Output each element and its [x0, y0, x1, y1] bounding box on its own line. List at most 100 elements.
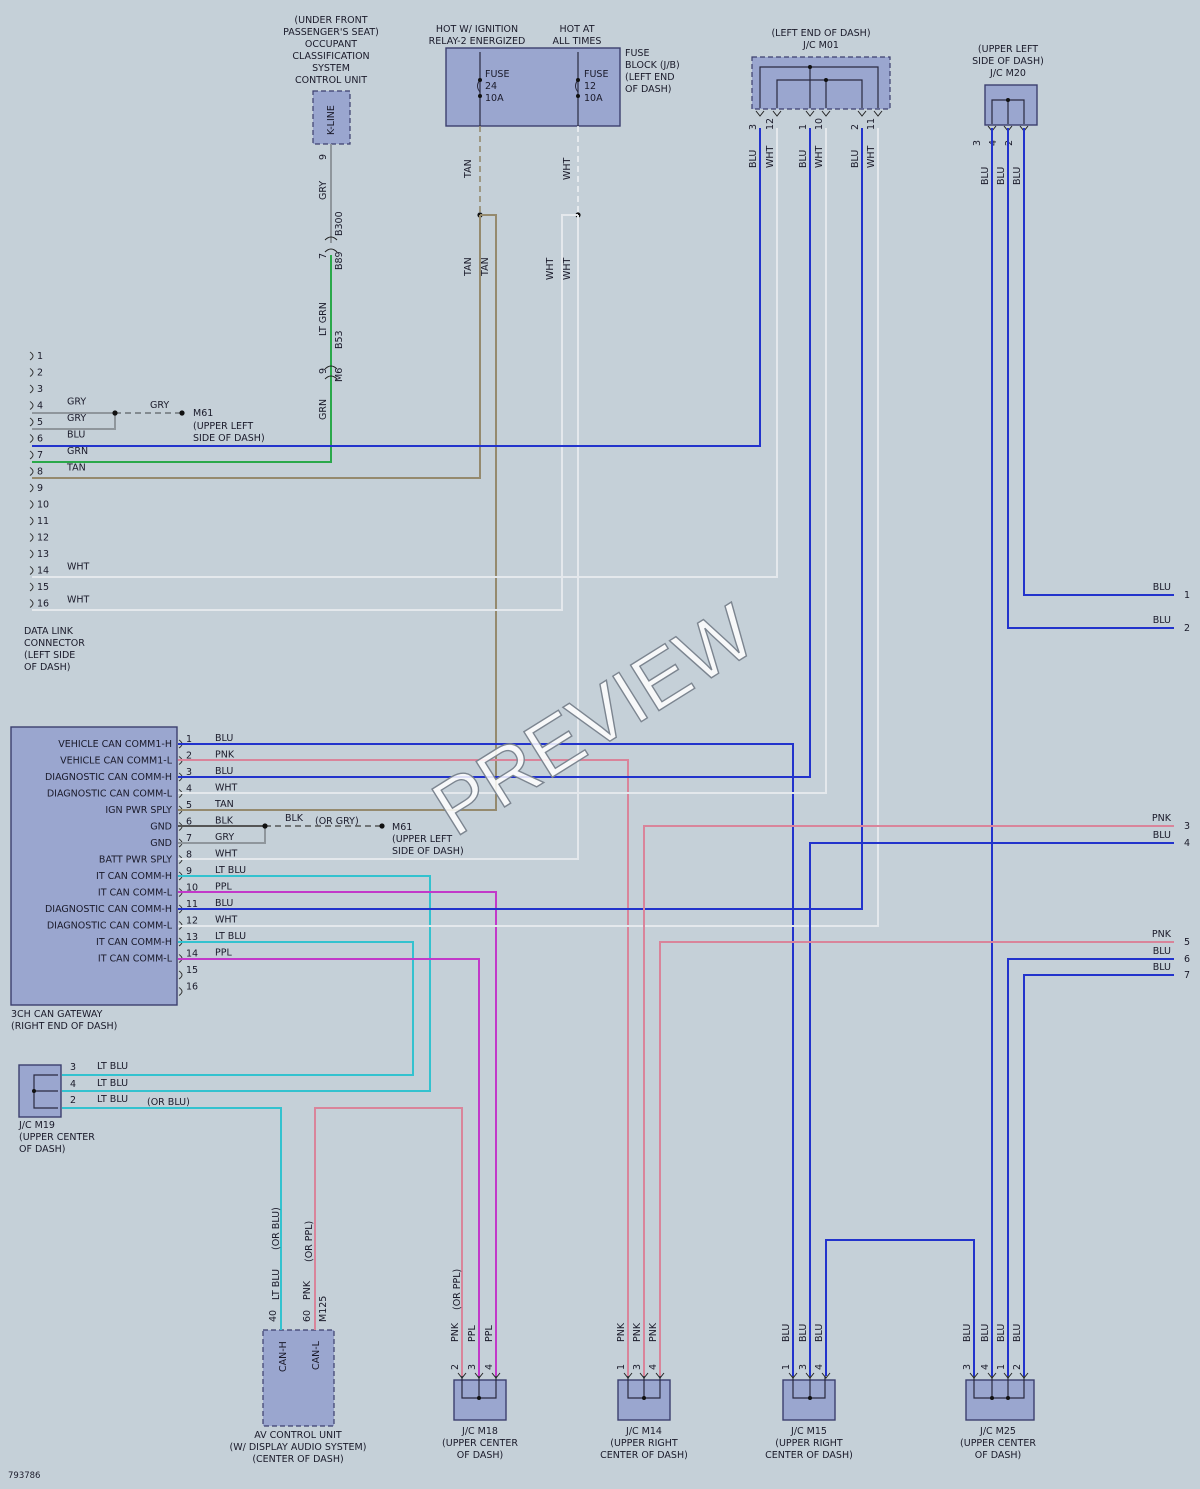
- gateway-pin-6: 6: [186, 817, 192, 828]
- jc-m25-pin-3: 3: [962, 1364, 973, 1370]
- jc-m18-terminal-0: [457, 1372, 467, 1379]
- right-output-num-6: 6: [1184, 954, 1190, 965]
- grn-wire-dlc7: [32, 255, 332, 463]
- right-output-wire-6: BLU: [1153, 946, 1171, 957]
- jc-m14-wire-label-0: PNK: [616, 1322, 627, 1342]
- m61-ground-top: [179, 410, 185, 416]
- jc-m18-pin-3: 3: [467, 1364, 478, 1370]
- jc-m01-terminal-4: [857, 110, 867, 117]
- gateway-pin-15: 15: [186, 965, 198, 976]
- blu-out2: [1007, 128, 1174, 629]
- m19-pin-4: 4: [70, 1079, 76, 1090]
- junction-m18: J/C M18 (UPPER CENTER OF DASH): [442, 1376, 518, 1461]
- junction-m14: J/C M14 (UPPER RIGHT CENTER OF DASH): [600, 1376, 688, 1461]
- gateway-pin-12: 12: [186, 916, 198, 927]
- jc-m15-terminal-1: [805, 1372, 815, 1379]
- jc-m15-line-3: CENTER OF DASH): [765, 1450, 853, 1461]
- dlc-wire-label-4: GRY: [67, 397, 86, 408]
- av-pin-40: 40: [268, 1310, 279, 1322]
- diagram-id: 793786: [8, 1471, 40, 1481]
- jc-m25-line-3: OF DASH): [975, 1450, 1022, 1461]
- jc-m15-wire-label-0: BLU: [781, 1324, 792, 1342]
- jc-m01-node-b: [824, 78, 828, 82]
- jc-m15-name: J/C M15: [790, 1426, 827, 1437]
- dlc-terminal-12: [29, 533, 34, 542]
- pnk-av-m18: [314, 1107, 463, 1376]
- jc-m18-name: J/C M18: [461, 1426, 498, 1437]
- right-output-wire-5: PNK: [1152, 929, 1172, 940]
- m19-wire-3-label: LT BLU: [97, 1061, 128, 1072]
- blk-label: BLK: [285, 813, 304, 824]
- connector-m6: M6: [334, 368, 345, 382]
- fuse24-number: 24: [485, 81, 497, 92]
- jc-m19-line-3: OF DASH): [19, 1144, 66, 1155]
- wht-dlc14: [32, 128, 778, 578]
- dlc-terminal-13: [29, 549, 34, 559]
- jc-m18-line-2: (UPPER CENTER: [442, 1438, 518, 1449]
- m19-pin-3: 3: [70, 1062, 76, 1073]
- m19-wire-4-label: LT BLU: [97, 1078, 128, 1089]
- dlc-pin-7: 7: [37, 450, 43, 461]
- occupant-unit-line-6: CONTROL UNIT: [295, 75, 367, 86]
- jc-m15-terminal-0: [788, 1372, 798, 1379]
- jc-m01-pin-1: 1: [798, 124, 809, 130]
- gateway-function-5: IGN PWR SPLY: [105, 805, 172, 816]
- right-output-num-2: 2: [1184, 623, 1190, 634]
- gateway-wire-label-4: WHT: [215, 783, 238, 794]
- dlc-terminal-16: [29, 599, 34, 608]
- gateway-function-10: IT CAN COMM-L: [98, 888, 173, 899]
- dlc-pin-2: 2: [37, 368, 43, 379]
- m61-label-top: M61: [193, 408, 213, 419]
- jc-m01-wire-label-3: WHT: [814, 145, 825, 168]
- gateway-pin-5: 5: [186, 800, 192, 811]
- gateway-wire-label-13: LT BLU: [215, 931, 246, 942]
- ltblu-gw13: [62, 941, 414, 1076]
- blu-gw11: [178, 128, 863, 910]
- av-or-ppl-label: (OR PPL): [304, 1221, 315, 1262]
- dlc-pin-13: 13: [37, 549, 49, 560]
- gateway-wire-label-1: BLU: [215, 733, 233, 744]
- junction-m15: J/C M15 (UPPER RIGHT CENTER OF DASH): [765, 1376, 853, 1461]
- av-pin-60: 60: [302, 1310, 313, 1322]
- junction-m01: (LEFT END OF DASH) J/C M01 3BLU12WHT1BLU…: [748, 28, 1029, 185]
- jc-m18-terminal-2: [491, 1372, 501, 1379]
- jc-m20-pin-4: 4: [988, 140, 999, 146]
- dlc-wire-label-8: TAN: [66, 463, 86, 474]
- right-output-num-5: 5: [1184, 937, 1190, 948]
- jc-m25-wire-label-2: BLU: [996, 1324, 1007, 1342]
- av-unit-location: (CENTER OF DASH): [252, 1454, 343, 1465]
- fuse24-dot-a: [478, 78, 482, 82]
- gateway-wire-label-10: PPL: [215, 882, 232, 893]
- blu-m15-m25: [825, 1239, 975, 1376]
- gateway-pin-8: 8: [186, 850, 192, 861]
- jc-m25-terminal-0: [969, 1372, 979, 1379]
- jc-m14-pin-3: 3: [632, 1364, 643, 1370]
- av-pnk-label: PNK: [302, 1280, 313, 1300]
- jc-m01-terminal-1: [772, 110, 782, 117]
- bottom-junction-labels: 2PNK3PPL4PPL1PNK3PNK4PNK1BLU3BLU4BLU3BLU…: [450, 1322, 1029, 1379]
- gateway-wire-label-6: BLK: [215, 816, 234, 827]
- gateway-pin-11: 11: [186, 899, 198, 910]
- gateway-pin-14: 14: [186, 949, 198, 960]
- gateway-function-14: IT CAN COMM-L: [98, 954, 173, 965]
- right-output-wire-7: BLU: [1153, 962, 1171, 973]
- m61-location-top-1: (UPPER LEFT: [193, 421, 253, 432]
- dlc-pin-1: 1: [37, 351, 43, 362]
- ppl-gw10: [178, 891, 497, 1376]
- gateway-wire-label-12: WHT: [215, 915, 238, 926]
- jc-m25-pin-4: 4: [980, 1364, 991, 1370]
- m61-splice-top: [112, 410, 118, 416]
- gateway-pin-4: 4: [186, 784, 192, 795]
- jc-m15-wire-label-1: BLU: [798, 1324, 809, 1342]
- inline-connector-marks: [324, 236, 338, 380]
- jc-m25-terminal-3: [1019, 1372, 1029, 1379]
- tan-wire-gw5: [178, 214, 497, 811]
- jc-m14-pin-1: 1: [616, 1364, 627, 1370]
- gateway-pin-10: 10: [186, 883, 198, 894]
- dlc-terminal-3: [29, 384, 34, 394]
- jc-m14-name: J/C M14: [625, 1426, 662, 1437]
- jc-m15-pin-4: 4: [814, 1364, 825, 1370]
- m19-wire-2-label: LT BLU: [97, 1094, 128, 1105]
